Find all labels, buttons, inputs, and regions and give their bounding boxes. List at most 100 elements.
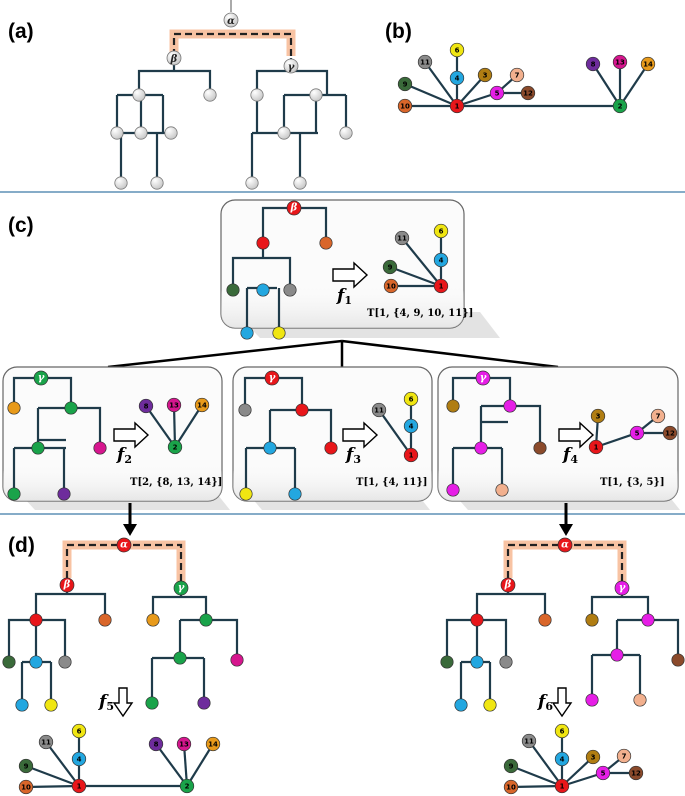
- node-14: [205, 736, 221, 752]
- node-1: [71, 778, 87, 794]
- beta-label: β: [170, 54, 178, 65]
- node-label: 12: [665, 430, 675, 438]
- node-13: [230, 653, 244, 667]
- node-10: [503, 779, 519, 795]
- node-label: 1: [455, 103, 460, 111]
- node-4: [29, 655, 43, 669]
- node-5: [610, 648, 624, 662]
- node-4: [470, 655, 484, 669]
- node-2: [173, 651, 187, 665]
- node-10: [538, 613, 552, 627]
- node-9: [18, 758, 34, 774]
- node-label: 6: [439, 228, 444, 236]
- f2-label: f2: [116, 445, 132, 466]
- node-label: 2: [185, 783, 190, 791]
- node-label: 1: [409, 452, 414, 460]
- node-9: [2, 655, 16, 669]
- node-label: 4: [455, 75, 460, 83]
- node-label: 1: [77, 783, 82, 791]
- node-3: [585, 749, 601, 765]
- node-5: [595, 765, 611, 781]
- node-13: [166, 397, 182, 413]
- node-label: 1: [439, 283, 444, 291]
- node-label: 3: [483, 72, 488, 80]
- node-3: [585, 613, 599, 627]
- node-12: [662, 425, 678, 441]
- node-label: 9: [509, 763, 514, 771]
- node-6: [403, 391, 419, 407]
- node-label: 10: [386, 283, 396, 291]
- node-4: [15, 698, 29, 712]
- node-3: [477, 67, 493, 83]
- node-label: 6: [560, 728, 565, 736]
- f3-label: f3: [345, 445, 361, 466]
- node-label: 4: [409, 423, 414, 431]
- panel-label-c: (c): [8, 214, 34, 237]
- node-11: [521, 733, 537, 749]
- f1-label: f1: [336, 286, 352, 307]
- node-3: [590, 408, 606, 424]
- node-label: 4: [560, 756, 565, 764]
- t4-label: T[1, {3, 5}]: [600, 477, 665, 488]
- node-label: 7: [622, 753, 627, 761]
- arrow-f4: [558, 421, 595, 449]
- node-10: [319, 236, 333, 250]
- node-2: [199, 613, 213, 627]
- node-label: 11: [524, 738, 534, 746]
- greek-label: β: [290, 203, 298, 214]
- node-label: 13: [179, 741, 189, 749]
- node-2: [167, 439, 183, 455]
- node-6: [71, 723, 87, 739]
- node-9: [397, 76, 413, 92]
- node-label: 5: [601, 770, 606, 778]
- node-4: [433, 252, 449, 268]
- node-1: [256, 236, 270, 250]
- node-label: 8: [591, 61, 596, 69]
- node-6: [483, 698, 497, 712]
- node-2: [33, 370, 49, 386]
- down-arrows: [123, 503, 573, 536]
- node-label: 12: [523, 90, 533, 98]
- node-10: [383, 278, 399, 294]
- f5-label: f5: [98, 692, 114, 713]
- node-11: [283, 283, 297, 297]
- node-5: [585, 693, 599, 707]
- node-label: 10: [506, 784, 516, 792]
- node-label: 3: [596, 413, 601, 421]
- node-4: [240, 326, 254, 340]
- node-4: [256, 283, 270, 297]
- node-13: [612, 54, 628, 70]
- node-1: [295, 403, 309, 417]
- greek-label: γ: [178, 583, 185, 594]
- node-label: 10: [21, 784, 31, 792]
- node-2: [173, 580, 189, 596]
- node-1: [588, 439, 604, 455]
- node-1: [557, 537, 573, 553]
- f6-label: f6: [537, 692, 553, 713]
- panel-a-tree: α β γ: [110, 0, 353, 190]
- gamma-node: [283, 58, 299, 74]
- node-11: [417, 54, 433, 70]
- node-2: [145, 696, 159, 710]
- node-label: 10: [400, 103, 410, 111]
- t1-label: T[1, {4, 9, 10, 11}]: [367, 308, 473, 319]
- node-14: [640, 56, 656, 72]
- node-3: [446, 399, 460, 413]
- node-5: [474, 441, 488, 455]
- node-9: [382, 259, 398, 275]
- node-7: [495, 483, 509, 497]
- beta-node: [166, 50, 182, 66]
- white-nodes: [110, 88, 353, 190]
- node-4: [288, 487, 302, 501]
- node-11: [38, 734, 54, 750]
- node-12: [671, 653, 685, 667]
- node-1: [29, 613, 43, 627]
- node-1: [286, 200, 302, 216]
- node-7: [616, 748, 632, 764]
- node-11: [371, 402, 387, 418]
